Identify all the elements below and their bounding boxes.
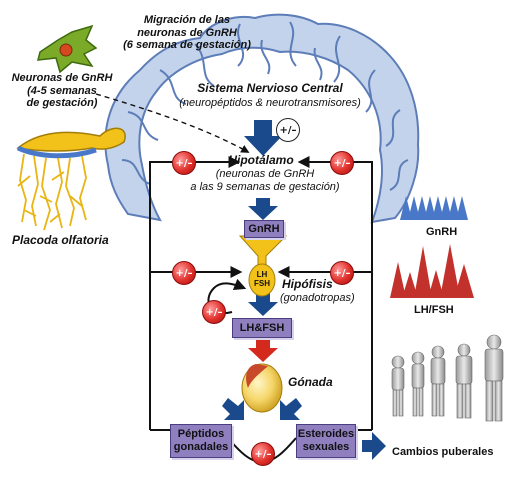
feedback-lines (149, 156, 373, 431)
figure-1 (391, 355, 405, 417)
migration-path (95, 93, 250, 153)
blue-arrows (222, 120, 386, 460)
steroids-line-2: sexuales (302, 441, 350, 453)
gnrh-neurons-line-2: (4-5 semanas (27, 84, 97, 97)
legend-lhfsh-label: LH/FSH (414, 304, 454, 316)
gnrh-neuron-cell (37, 24, 98, 74)
placoda-label: Placoda olfatoria (12, 233, 109, 247)
pituitary-tag-fsh: FSH (254, 279, 270, 289)
figure-5 (484, 334, 504, 422)
snc-title: Sistema Nervioso Central (197, 81, 343, 95)
hypothalamus-sub-line-2: a las 9 semanas de gestación) (190, 180, 340, 193)
pituitary-gland (248, 263, 276, 297)
feedback-badge-hypothalamus-left: +/– (172, 151, 196, 175)
placoda-illustration (16, 127, 126, 231)
figure-3 (430, 345, 446, 417)
migration-line-3: (6 semana de gestación) (123, 39, 251, 52)
feedback-badge-pituitary-left: +/– (172, 261, 196, 285)
red-arrow (248, 338, 278, 362)
hypothalamus-subtitle: (neuronas de GnRH a las 9 semanas de ges… (170, 168, 360, 193)
gnrh-box: GnRH (244, 220, 284, 238)
gnrh-neurons-label: Neuronas de GnRH (4-5 semanas de gestaci… (8, 72, 116, 110)
migration-label: Migración de las neuronas de GnRH (6 sem… (112, 14, 262, 52)
feedback-badge-autocrine: +/– (202, 300, 226, 324)
peptides-line-1: Péptidos (177, 428, 225, 441)
pituitary-tag-lh: LH (256, 270, 268, 279)
lhfsh-box: LH&FSH (232, 318, 292, 338)
feedback-badge-pituitary-right: +/– (330, 261, 354, 285)
pituitary-tag: LH FSH (252, 270, 272, 288)
snc-subtitle: (neuropéptidos & neurotransmisores) (179, 97, 361, 109)
pituitary-stalk (238, 235, 288, 269)
migration-line-2: neuronas de GnRH (137, 26, 237, 39)
steroids-box: Esteroides sexuales (296, 424, 356, 458)
gonad-illustration (241, 363, 283, 413)
feedback-badge-snc: +/– (276, 118, 300, 142)
puberty-figures (391, 334, 504, 422)
hypothalamus-sub-line-1: (neuronas de GnRH (215, 168, 315, 180)
hypophysis-subtitle: (gonadotropas) (280, 292, 355, 304)
hypothalamus-title: Hipotálamo (228, 153, 294, 167)
peptides-box: Péptidos gonadales (170, 424, 232, 458)
puberty-label: Cambios puberales (392, 446, 494, 458)
hypophysis-title: Hipófisis (282, 277, 333, 291)
migration-line-1: Migración de las (143, 14, 231, 26)
brain-illustration (104, 13, 420, 224)
figure-4 (455, 343, 473, 419)
feedback-badge-gonad: +/– (251, 442, 275, 466)
peptides-line-2: gonadales (173, 441, 229, 453)
gonad-label: Gónada (288, 375, 333, 389)
gnrh-pulse-chart (400, 196, 468, 220)
figure-2 (411, 351, 425, 417)
lh-fsh-pulse-chart (390, 244, 474, 298)
gnrh-neurons-line-1: Neuronas de GnRH (11, 72, 113, 84)
steroids-line-1: Esteroides (297, 428, 355, 441)
feedback-badge-hypothalamus-right: +/– (330, 151, 354, 175)
legend-gnrh-label: GnRH (426, 226, 458, 238)
gnrh-neurons-line-3: de gestación) (26, 97, 98, 110)
